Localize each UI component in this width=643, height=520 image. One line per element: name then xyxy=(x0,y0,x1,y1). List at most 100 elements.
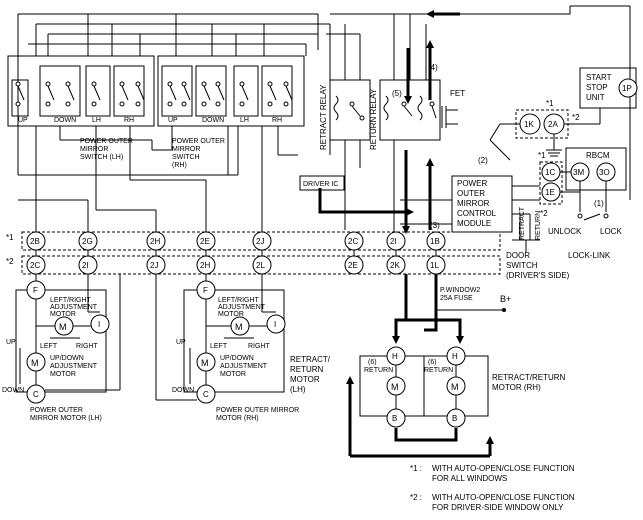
connector-bottom-pin-2j: 2J xyxy=(150,261,158,270)
note1-line-1: WITH AUTO-OPEN/CLOSE FUNCTION xyxy=(432,464,575,473)
motor-lh-right: RIGHT xyxy=(76,343,99,350)
motor-rh-left: LEFT xyxy=(210,343,228,350)
note2-line-1: WITH AUTO-OPEN/CLOSE FUNCTION xyxy=(432,493,575,502)
connector-bottom-pin-1l: 1L xyxy=(430,261,439,270)
retract-relay: RETRACT RELAY xyxy=(319,79,371,150)
switch-down-wires xyxy=(18,126,298,238)
pin-1k: 1K xyxy=(524,120,534,129)
pin-1c: 1C xyxy=(545,168,555,177)
module-line-5: MODULE xyxy=(457,219,491,228)
motor-lh-left: LEFT xyxy=(40,343,58,350)
unlock-label: UNLOCK xyxy=(548,227,582,236)
motor-rh-ud-m: M xyxy=(201,358,209,368)
relay-wires xyxy=(329,14,427,238)
rr-lh-pin-h: H xyxy=(392,352,398,361)
switch-rh-label-rh: RH xyxy=(272,117,282,124)
rr-rh-title-2: MOTOR (RH) xyxy=(492,383,541,392)
note2-line-2: FOR DRIVER-SIDE WINDOW ONLY xyxy=(432,503,564,512)
module-line-2: OUTER xyxy=(457,189,485,198)
motor-lh-ud-1: UP/DOWN xyxy=(50,355,84,362)
motor-lh-lr-2: ADJUSTMENT xyxy=(50,304,98,311)
motor-rh-title-2: MOTOR (RH) xyxy=(216,415,259,422)
door-switch-contacts: RETRACT RETURN xyxy=(512,206,542,252)
connector-top-pin-2i: 2I xyxy=(390,237,397,246)
pin-2a: 2A xyxy=(548,120,558,129)
rr-rh-pin-b: B xyxy=(452,414,457,423)
motor-rh-up: UP xyxy=(176,339,186,346)
rr-rh-title-1: RETRACT/RETURN xyxy=(492,373,566,382)
connector-bottom-pin-2i: 2I xyxy=(82,261,89,270)
lock-link-label: LOCK-LINK xyxy=(568,251,611,260)
motor-lh-title-2: MIRROR MOTOR (LH) xyxy=(30,415,102,422)
motor-rh-lr-1: LEFT/RIGHT xyxy=(218,297,260,304)
marker-5: (5) xyxy=(392,89,402,98)
motor-lh-lr-1: LEFT/RIGHT xyxy=(50,297,92,304)
switch-rh-title-4: (RH) xyxy=(172,162,187,169)
rr-lh-return: RETURN xyxy=(364,367,393,374)
retract-relay-label: RETRACT RELAY xyxy=(319,84,328,150)
marker-2: (2) xyxy=(478,156,488,165)
rr-lh-pin-b: B xyxy=(392,414,397,423)
module-line-3: MIRROR xyxy=(457,199,490,208)
switch-lh-title-1: POWER OUTER xyxy=(80,138,133,145)
connector-bottom-pin-2l: 2L xyxy=(256,261,265,270)
start-stop-line-3: UNIT xyxy=(586,93,605,102)
pin-1p: 1P xyxy=(622,84,632,93)
motor-lh-pin-c: C xyxy=(33,390,39,399)
switch-lh-label-rh: RH xyxy=(124,117,134,124)
rr-rh-pin-h: H xyxy=(452,352,458,361)
motor-rh-ud-3: MOTOR xyxy=(220,371,246,378)
motor-rh-pin-c: C xyxy=(203,390,209,399)
switch-lh-label-up: UP xyxy=(18,117,28,124)
pin-group-2-star2: *2 xyxy=(540,209,548,218)
connector-top-pin-2g: 2G xyxy=(82,237,93,246)
rr-lh-marker-6: (6) xyxy=(368,359,377,366)
switch-rh-title-1: POWER OUTER xyxy=(172,138,225,145)
note1-line-2: FOR ALL WINDOWS xyxy=(432,474,507,483)
lock-label: LOCK xyxy=(600,227,622,236)
connector-top-pin-2e: 2E xyxy=(200,237,210,246)
motor-lh-pin-f: F xyxy=(33,286,38,295)
door-retract-label: RETRACT xyxy=(519,206,526,240)
connector-top-pin-1b: 1B xyxy=(430,237,440,246)
connector-top-pin-2c: 2C xyxy=(348,237,358,246)
connector-bottom-pin-2k: 2K xyxy=(390,261,400,270)
motor-lh-ud-3: MOTOR xyxy=(50,371,76,378)
module-pins-lower: *1 *2 1C 1E RBCM 3M 3O (1) UNLOCK LOCK L… xyxy=(538,147,627,260)
connector-bottom-pin-2e: 2E xyxy=(348,261,358,270)
motor-lh-lr-3: MOTOR xyxy=(50,311,76,318)
motor-lh-pin-i: I xyxy=(98,320,100,329)
fuse-section: P.WINDOW2 25A FUSE B+ xyxy=(435,276,511,312)
motor-rh-ud-1: UP/DOWN xyxy=(220,355,254,362)
rr-current-paths xyxy=(346,274,494,458)
control-module: POWER OUTER MIRROR CONTROL MODULE (3) xyxy=(400,175,540,233)
marker-1: (1) xyxy=(594,199,604,208)
motor-rh-right: RIGHT xyxy=(248,343,271,350)
marker-4: (4) xyxy=(428,63,438,72)
pin-group-star2: *2 xyxy=(572,113,580,122)
rr-lh-title-2: RETURN xyxy=(290,365,324,374)
motor-rh-pin-f: F xyxy=(203,286,208,295)
footnotes: *1 : WITH AUTO-OPEN/CLOSE FUNCTION FOR A… xyxy=(410,464,575,512)
rr-rh-marker-6: (6) xyxy=(428,359,437,366)
switch-rh-title-2: MIRROR xyxy=(172,146,200,153)
rr-rh-m: M xyxy=(451,382,459,392)
connector-bottom-pin-2c: 2C xyxy=(30,261,40,270)
door-switch-line-1: DOOR xyxy=(506,251,530,260)
rr-rh-return: RETURN xyxy=(424,367,453,374)
mirror-motor-rh: F I C M LEFT/RIGHT ADJUSTMENT MOTOR LEFT… xyxy=(172,280,299,422)
connector-top-pin-2h: 2H xyxy=(150,237,160,246)
start-stop-line-1: START xyxy=(586,73,612,82)
motor-lh-ud-m: M xyxy=(31,358,39,368)
motor-rh-lr-2: ADJUSTMENT xyxy=(218,304,266,311)
motor-lh-lr-m: M xyxy=(59,322,67,332)
door-switch-line-2: SWITCH xyxy=(506,261,538,270)
rr-lh-title-1: RETRACT/ xyxy=(290,355,331,364)
motor-rh-lr-3: MOTOR xyxy=(218,311,244,318)
module-line-1: POWER xyxy=(457,179,487,188)
pin-group-2-star1: *1 xyxy=(538,151,546,160)
module-pins-upper: *1 *2 1K 2A (2) xyxy=(478,99,601,165)
switch-contacts-lh xyxy=(15,81,145,107)
mirror-switch-lh: UP DOWN LH RH POWER OUTER MIRROR SWITCH … xyxy=(7,55,155,161)
